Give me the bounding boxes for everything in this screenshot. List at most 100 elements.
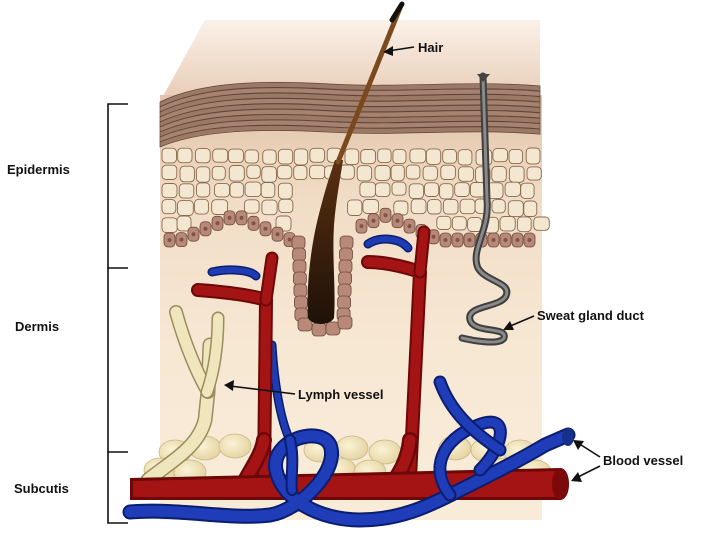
keratinocyte-cell xyxy=(278,183,292,199)
keratinocyte-cell xyxy=(508,201,523,217)
follicle-cell xyxy=(293,272,306,285)
keratinocyte-cell xyxy=(443,199,458,214)
keratinocyte-cell xyxy=(455,183,470,197)
keratinocyte-cell xyxy=(213,149,228,162)
follicle-cell xyxy=(339,272,352,285)
follicle-cell xyxy=(294,284,307,297)
keratinocyte-cell xyxy=(195,199,209,214)
keratinocyte-cell xyxy=(196,167,209,182)
fat-cell xyxy=(336,436,368,460)
keratinocyte-cell xyxy=(459,167,474,182)
keratinocyte-cell xyxy=(278,149,292,164)
keratinocyte-cell xyxy=(378,149,391,163)
keratinocyte-cell xyxy=(527,167,541,180)
keratinocyte-cell xyxy=(263,150,276,164)
keratinocyte-cell xyxy=(178,148,192,163)
keratinocyte-cell xyxy=(162,200,176,214)
keratinocyte-cell xyxy=(393,149,406,163)
keratinocyte-cell xyxy=(247,165,260,178)
basal-cell-nucleus xyxy=(396,219,400,223)
keratinocyte-cell xyxy=(180,166,194,182)
keratinocyte-cell xyxy=(294,166,307,180)
follicle-cell xyxy=(292,236,305,249)
sweat-gland-duct-label: Sweat gland duct xyxy=(537,308,645,323)
dermis-bracket xyxy=(108,268,128,452)
keratinocyte-cell xyxy=(178,201,194,216)
keratinocyte-cell xyxy=(279,199,293,212)
basal-cell-nucleus xyxy=(372,219,376,223)
lymph-vessel-label: Lymph vessel xyxy=(298,387,384,402)
keratinocyte-cell xyxy=(426,149,440,165)
keratinocyte-cell xyxy=(521,183,534,198)
follicle-cell xyxy=(340,236,353,249)
keratinocyte-cell xyxy=(425,183,439,197)
follicle-cell xyxy=(338,284,351,297)
keratinocyte-cell xyxy=(440,184,453,199)
keratinocyte-cell xyxy=(410,149,426,163)
basal-cell-nucleus xyxy=(192,232,196,236)
keratinocyte-cell xyxy=(375,166,390,181)
basal-cell-nucleus xyxy=(432,235,436,239)
follicle-cell xyxy=(338,316,352,329)
basal-cell-nucleus xyxy=(528,238,532,242)
keratinocyte-cell xyxy=(510,166,525,182)
basal-cell-nucleus xyxy=(252,221,256,225)
keratinocyte-cell xyxy=(524,201,537,217)
layer-label-dermis: Dermis xyxy=(15,319,59,334)
follicle-cell xyxy=(294,296,307,309)
layer-label-subcutis: Subcutis xyxy=(14,481,69,496)
keratinocyte-cell xyxy=(509,149,523,163)
keratinocyte-cell xyxy=(361,150,376,164)
keratinocyte-cell xyxy=(179,184,194,198)
keratinocyte-cell xyxy=(245,182,261,197)
keratinocyte-cell xyxy=(423,166,437,180)
keratinocyte-cell xyxy=(360,182,376,197)
keratinocyte-cell xyxy=(534,217,550,230)
follicle-cell xyxy=(312,323,326,336)
keratinocyte-cell xyxy=(443,150,457,164)
keratinocyte-cell xyxy=(391,165,404,181)
follicle-cell xyxy=(293,248,306,261)
keratinocyte-cell xyxy=(493,149,508,162)
keratinocyte-cell xyxy=(162,218,177,233)
keratinocyte-cell xyxy=(230,183,244,198)
basal-cell-nucleus xyxy=(180,238,184,242)
keratinocyte-cell xyxy=(262,200,277,215)
basal-cell-nucleus xyxy=(228,216,232,220)
epidermis-bracket xyxy=(108,104,128,268)
blood-vessel-label: Blood vessel xyxy=(603,453,683,468)
keratinocyte-cell xyxy=(441,165,456,179)
keratinocyte-cell xyxy=(348,200,362,216)
keratinocyte-cell xyxy=(244,200,259,213)
keratinocyte-cell xyxy=(492,200,505,213)
keratinocyte-cell xyxy=(392,182,406,195)
keratinocyte-cell xyxy=(363,200,379,214)
basal-cell-nucleus xyxy=(492,238,496,242)
basal-cell-nucleus xyxy=(516,238,520,242)
keratinocyte-cell xyxy=(195,149,210,163)
basal-cell-nucleus xyxy=(264,227,268,231)
basal-cell-nucleus xyxy=(384,213,388,217)
layer-label-epidermis: Epidermis xyxy=(7,162,70,177)
keratinocyte-cell xyxy=(228,149,243,163)
follicle-cell xyxy=(339,260,352,273)
keratinocyte-cell xyxy=(492,167,507,182)
keratinocyte-cell xyxy=(162,148,177,163)
blood-arrow-upper xyxy=(578,443,600,457)
basal-cell-nucleus xyxy=(504,238,508,242)
keratinocyte-cell xyxy=(212,166,225,180)
keratinocyte-cell xyxy=(505,182,520,196)
keratinocyte-cell xyxy=(162,165,177,179)
keratinocyte-cell xyxy=(406,165,420,179)
keratinocyte-cell xyxy=(310,165,325,178)
keratinocyte-cell xyxy=(340,165,354,179)
keratinocyte-cell xyxy=(526,148,540,164)
keratinocyte-cell xyxy=(357,166,371,181)
keratinocyte-cell xyxy=(500,217,515,231)
follicle-cell xyxy=(340,248,353,261)
basal-cell-nucleus xyxy=(360,224,364,228)
keratinocyte-cell xyxy=(345,149,359,165)
layer-brackets xyxy=(108,104,128,523)
